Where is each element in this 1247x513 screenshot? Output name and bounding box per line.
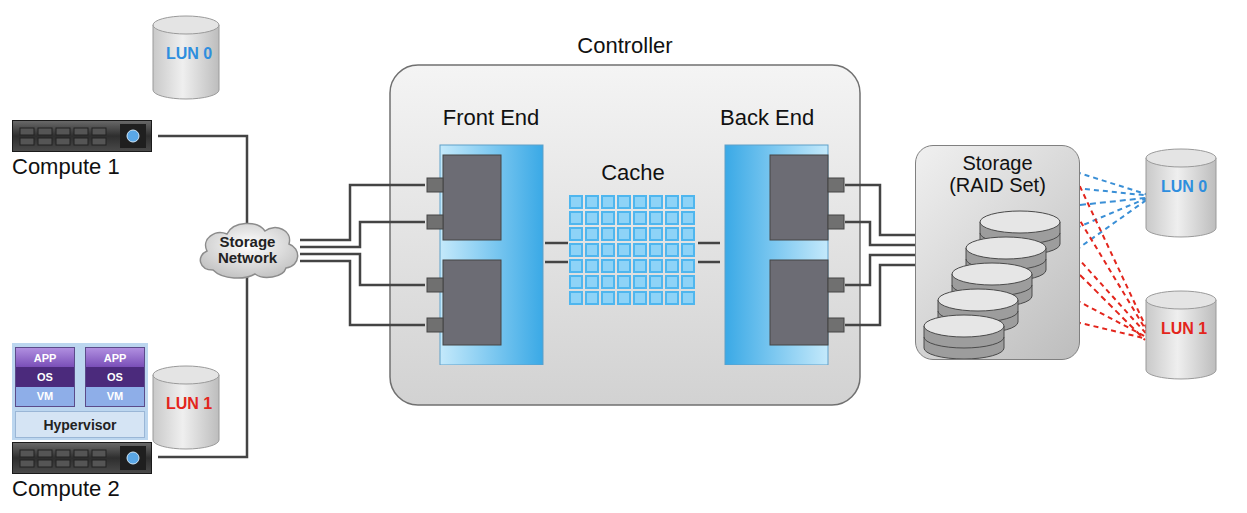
cyl-node: LUN 1 — [1145, 290, 1223, 380]
controller-label: Controller — [390, 25, 860, 59]
back-end-label: Back End — [720, 105, 845, 131]
cable-connector — [845, 265, 915, 325]
be-node: Back End — [720, 105, 845, 365]
hyp-node: Hypervisor — [15, 411, 145, 438]
cable-connector — [300, 254, 425, 285]
ctrl-node: ControllerFront EndCache Back End — [390, 25, 860, 405]
cable-connector — [845, 185, 915, 235]
fe-node: Front End — [425, 105, 545, 365]
server-chassis-svg — [12, 442, 152, 474]
server-chassis — [12, 120, 152, 152]
server-node: Compute 1 — [12, 120, 158, 182]
vm-node: APPOSVM — [85, 347, 145, 407]
front-end-module-svg — [425, 140, 545, 365]
network-label: Storage Network — [208, 234, 288, 267]
cable-connector — [845, 222, 915, 245]
server-chassis — [12, 442, 152, 474]
lun-mapping-line — [1080, 275, 1145, 340]
lun-label: LUN 1 — [152, 395, 226, 413]
cache-node: Cache — [568, 160, 698, 310]
raid-disk-stack — [916, 204, 1078, 359]
compute-label: Compute 1 — [12, 154, 158, 180]
cable-connector — [545, 242, 568, 245]
vm-layer: VM — [86, 387, 144, 406]
server-chassis-svg — [12, 120, 152, 152]
app-layer: APP — [86, 348, 144, 367]
lun-label: LUN 1 — [1145, 320, 1223, 338]
cable-connector — [545, 261, 568, 264]
lun-0-fan-lines — [1076, 172, 1152, 250]
os-layer: OS — [16, 367, 74, 386]
cyl-node: LUN 0 — [1145, 148, 1223, 238]
vm-node: APPOSVM — [15, 347, 75, 407]
controller-housing — [390, 65, 860, 405]
cable-connector — [698, 261, 720, 264]
cyl-node: LUN 0 — [152, 15, 226, 100]
server-node: Compute 2 — [12, 442, 158, 504]
cable-connector — [300, 261, 425, 325]
app-layer: APP — [16, 348, 74, 367]
compute-label: Compute 2 — [12, 476, 158, 502]
hypervisor-label: Hypervisor — [43, 417, 116, 433]
lun-label: LUN 0 — [1145, 178, 1223, 196]
front-end-label: Front End — [425, 105, 545, 131]
store-node: Storage (RAID Set) — [915, 145, 1080, 360]
front-end-module — [425, 140, 545, 365]
cache-grid-svg — [568, 194, 698, 309]
back-end-module — [720, 140, 845, 365]
cloud-node: Storage Network — [195, 220, 300, 280]
back-end-module-svg — [720, 140, 845, 365]
cable-connector — [300, 222, 425, 247]
lun-1-fan-lines — [1076, 178, 1152, 340]
vm-layer: VM — [16, 387, 74, 406]
cyl-node: LUN 1 — [152, 365, 226, 450]
cable-connector — [698, 242, 720, 245]
cache-label: Cache — [568, 160, 698, 186]
storage-label: Storage (RAID Set) — [938, 152, 1058, 196]
compute-2-host-panel — [12, 343, 148, 440]
os-layer: OS — [86, 367, 144, 386]
cable-connector — [158, 136, 247, 224]
raid-disk-stack-svg — [916, 204, 1078, 359]
cable-connector — [300, 185, 425, 240]
lun-label: LUN 0 — [152, 45, 226, 63]
cache-grid — [568, 194, 698, 309]
lun-mapping-line — [1080, 198, 1145, 205]
